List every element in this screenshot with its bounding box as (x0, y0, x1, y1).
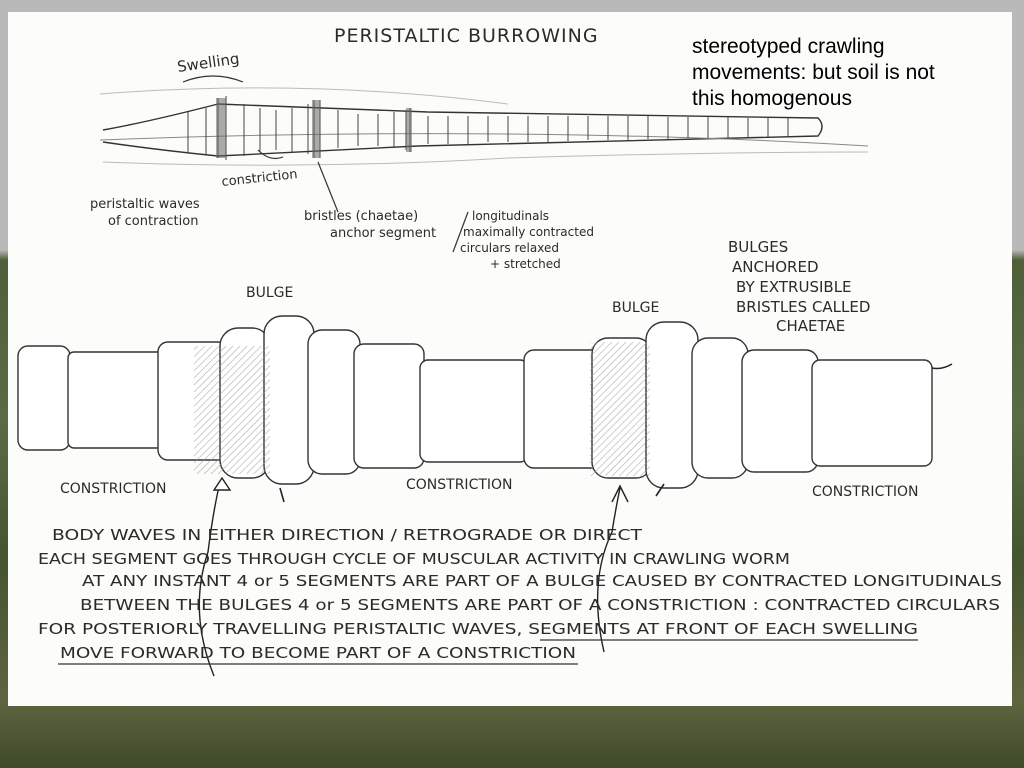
diagram-title: PERISTALTIC BURROWING (334, 25, 599, 47)
anchor-segment-label: anchor segment (330, 226, 436, 241)
bulge-label-right: BULGE (612, 300, 659, 316)
constriction-label-mid: CONSTRICTION (406, 477, 513, 493)
bulges-anchored-1: BULGES (728, 238, 788, 256)
bulge-label-left: BULGE (246, 285, 293, 301)
peristaltic-waves-label: peristaltic waves (90, 197, 200, 212)
max-contracted-label: maximally contracted (463, 225, 594, 239)
bottom-worm (17, 315, 933, 489)
top-worm-anchor-bands (216, 98, 412, 158)
note-line-1: BODY WAVES IN EITHER DIRECTION / RETROGR… (52, 526, 643, 544)
bulges-anchored-5: CHAETAE (776, 317, 845, 335)
note-line-6: MOVE FORWARD TO BECOME PART OF A CONSTRI… (60, 644, 576, 662)
note-line-5: FOR POSTERIORLY TRAVELLING PERISTALTIC W… (38, 620, 918, 638)
bottom-worm-marks (279, 363, 953, 503)
bulges-anchored-2: ANCHORED (732, 258, 819, 276)
drawing-sheet: PERISTALTIC BURROWING (8, 12, 1012, 706)
longitudinals-label: longitudinals (472, 209, 549, 223)
constriction-label-top: constriction (221, 167, 298, 190)
note-line-3: AT ANY INSTANT 4 or 5 SEGMENTS ARE PART … (82, 572, 1002, 590)
side-note: stereotyped crawling movements: but soil… (692, 35, 935, 110)
bulges-anchored-4: BRISTLES CALLED (736, 298, 870, 316)
notes-block: BODY WAVES IN EITHER DIRECTION / RETROGR… (38, 526, 1002, 665)
top-worm-callouts (182, 75, 469, 253)
bulge-shading (194, 342, 650, 476)
constriction-label-left: CONSTRICTION (60, 481, 167, 497)
note-line-4: BETWEEN THE BULGES 4 or 5 SEGMENTS ARE P… (80, 596, 1000, 614)
left-wave-arrow (198, 481, 221, 677)
worm-diagram: PERISTALTIC BURROWING (17, 25, 1002, 677)
bulges-anchored-3: BY EXTRUSIBLE (736, 278, 852, 296)
right-wave-arrow (596, 487, 621, 653)
bristles-label: bristles (chaetae) (304, 209, 418, 224)
of-contraction-label: of contraction (108, 214, 198, 229)
swelling-label: Swelling (176, 49, 240, 76)
circulars-relaxed-label: circulars relaxed (460, 241, 559, 255)
wave-arrows (198, 476, 629, 677)
constriction-label-right: CONSTRICTION (812, 484, 919, 500)
note-line-2: EACH SEGMENT GOES THROUGH CYCLE OF MUSCU… (38, 550, 790, 568)
stretched-label: + stretched (490, 257, 561, 271)
